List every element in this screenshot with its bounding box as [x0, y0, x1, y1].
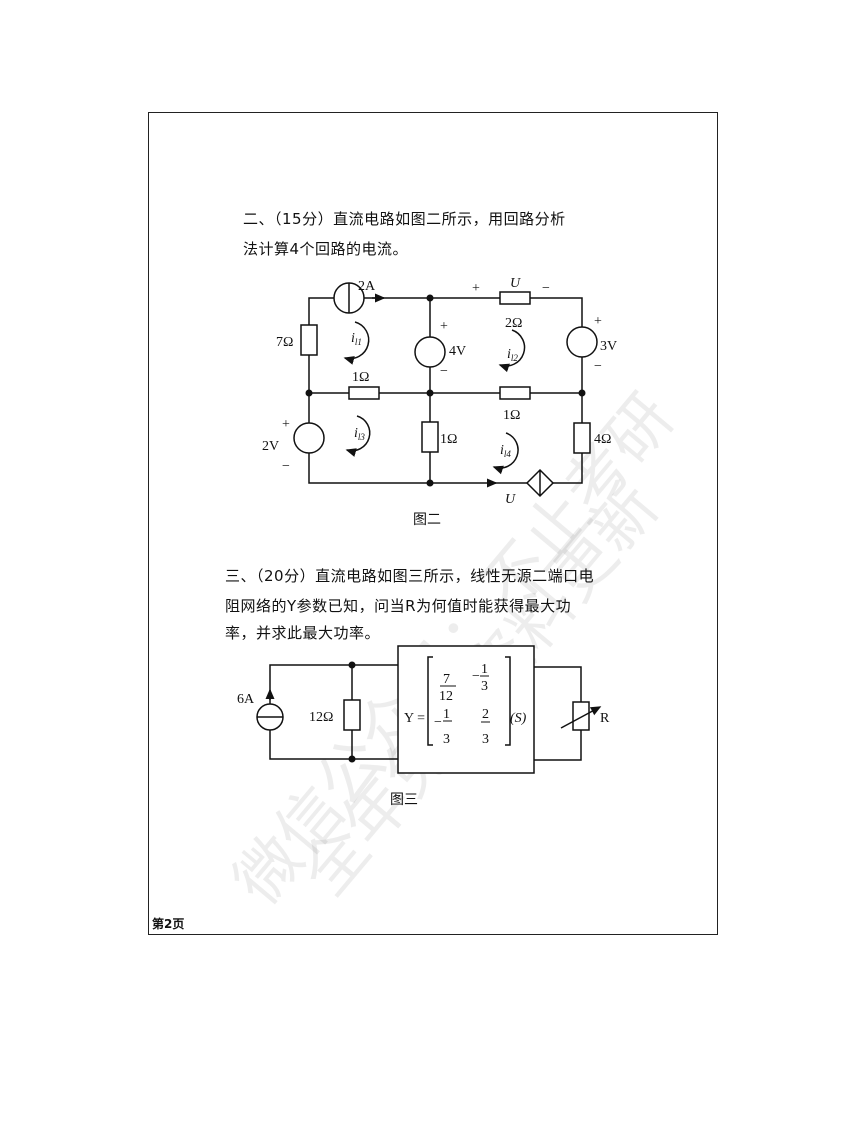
page-number: 第2页	[152, 917, 185, 931]
matrix-a11-den: 12	[439, 689, 453, 704]
label-1ohm: 1Ω	[503, 408, 520, 423]
matrix-a21-num: 1	[443, 707, 450, 722]
loop-current-il4: il4	[500, 443, 511, 459]
label-minus: −	[282, 459, 290, 474]
label-3v: 3V	[600, 339, 617, 354]
label-1ohm: 1Ω	[440, 432, 457, 447]
label-2ohm: 2Ω	[505, 316, 522, 331]
label-minus: −	[440, 364, 448, 379]
figure-3	[256, 645, 602, 774]
figure-3-labels: 6A 12Ω R Y = (S) 7 12 − 1 3 − 1 3 2 3 图三	[237, 662, 610, 808]
label-u: U	[510, 276, 521, 291]
label-plus: +	[282, 417, 290, 432]
figure-3-caption: 图三	[390, 793, 418, 808]
figure-2	[293, 282, 598, 498]
q3-text-line1: 三、（20分）直流电路如图三所示，线性无源二端口电	[225, 567, 595, 585]
label-minus: −	[594, 359, 602, 374]
matrix-a12-den: 3	[481, 679, 488, 694]
loop-current-il3: il3	[354, 426, 365, 442]
label-plus: +	[472, 281, 480, 296]
label-plus: +	[594, 314, 602, 329]
label-siemens: (S)	[510, 711, 527, 726]
label-plus: +	[440, 319, 448, 334]
matrix-a12-sign: −	[472, 669, 480, 684]
figure-2-nodes	[305, 294, 586, 487]
matrix-a21-sign: −	[434, 715, 442, 730]
label-minus: −	[542, 281, 550, 296]
q3-text-line3: 率，并求此最大功率。	[225, 624, 381, 642]
loop-current-il1: il1	[351, 331, 362, 347]
matrix-a22-num: 2	[482, 707, 489, 722]
page-frame	[148, 112, 718, 935]
label-4v: 4V	[449, 344, 466, 359]
label-y: Y =	[404, 711, 425, 726]
q3-text-line2: 阻网络的Y参数已知，问当R为何值时能获得最大功	[225, 597, 572, 615]
matrix-a11-num: 7	[443, 672, 450, 687]
loop-current-il2: il2	[507, 347, 518, 363]
q2-text-line2: 法计算4个回路的电流。	[243, 240, 409, 258]
figure-2-caption: 图二	[413, 513, 441, 528]
label-r: R	[600, 711, 610, 726]
q2-text-line1: 二、（15分）直流电路如图二所示，用回路分析	[243, 210, 566, 228]
figure-3-nodes	[348, 661, 356, 763]
label-u-dependent: U	[505, 492, 516, 507]
label-1ohm: 1Ω	[352, 370, 369, 385]
label-6a: 6A	[237, 692, 255, 707]
label-7ohm: 7Ω	[276, 335, 293, 350]
label-2a: 2A	[358, 279, 376, 294]
matrix-a21-den: 3	[443, 732, 450, 747]
matrix-a22-den: 3	[482, 732, 489, 747]
label-12ohm: 12Ω	[309, 710, 333, 725]
label-2v: 2V	[262, 439, 279, 454]
matrix-a12-num: 1	[481, 662, 488, 677]
figure-2-labels: 2A + U − 2Ω + 3V − 7Ω + 4V − 1Ω 1Ω 1Ω 4Ω…	[262, 276, 617, 528]
label-4ohm: 4Ω	[594, 432, 611, 447]
